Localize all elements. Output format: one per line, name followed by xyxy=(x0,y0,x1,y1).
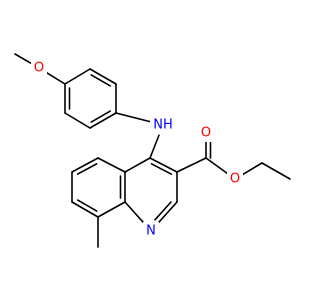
quinoline-bond xyxy=(97,157,126,173)
ethyl-bond xyxy=(261,162,291,180)
quinoline-bond xyxy=(154,201,178,227)
quinoline-nitrogen-label: N xyxy=(146,224,156,239)
ester-oxygen-label: O xyxy=(230,172,240,187)
quinoline-bond xyxy=(149,157,178,173)
anisyl-ring-bond xyxy=(89,68,117,85)
carbonyl-oxygen-label: O xyxy=(201,126,211,141)
double-bond-line xyxy=(90,110,112,123)
double-bond-line xyxy=(76,199,98,212)
methoxy-methyl-bond xyxy=(14,53,34,66)
double-bond-line xyxy=(150,163,173,175)
quinoline-bond xyxy=(71,157,99,173)
bond-layer xyxy=(14,53,291,248)
anisyl-ring-bond xyxy=(64,112,91,129)
atom-label-layer: O NH O O N xyxy=(31,59,243,240)
quinoline-bond xyxy=(124,157,151,173)
quinoline-bond xyxy=(71,201,99,218)
anisyl-ring-bond xyxy=(89,112,117,129)
ethoxy-bond xyxy=(240,162,263,177)
double-bond-line xyxy=(154,201,172,221)
quinoline-bond xyxy=(97,201,126,218)
methoxy-oxygen-label: O xyxy=(34,61,44,76)
methoxy-aryl-bond xyxy=(44,70,66,85)
amine-quinoline-bond xyxy=(149,134,160,159)
amine-nh-label: NH xyxy=(153,118,173,133)
double-bond-line xyxy=(76,163,98,175)
aryl-amine-bond xyxy=(115,112,154,124)
anisyl-ring-bond xyxy=(64,68,91,85)
double-bond-line xyxy=(90,74,112,87)
molecule-structure-diagram: O NH O O N xyxy=(14,53,291,248)
ester-oxygen-bond xyxy=(205,157,231,176)
quinoline-bond xyxy=(124,201,148,227)
ester-carbon-bond xyxy=(176,157,207,173)
